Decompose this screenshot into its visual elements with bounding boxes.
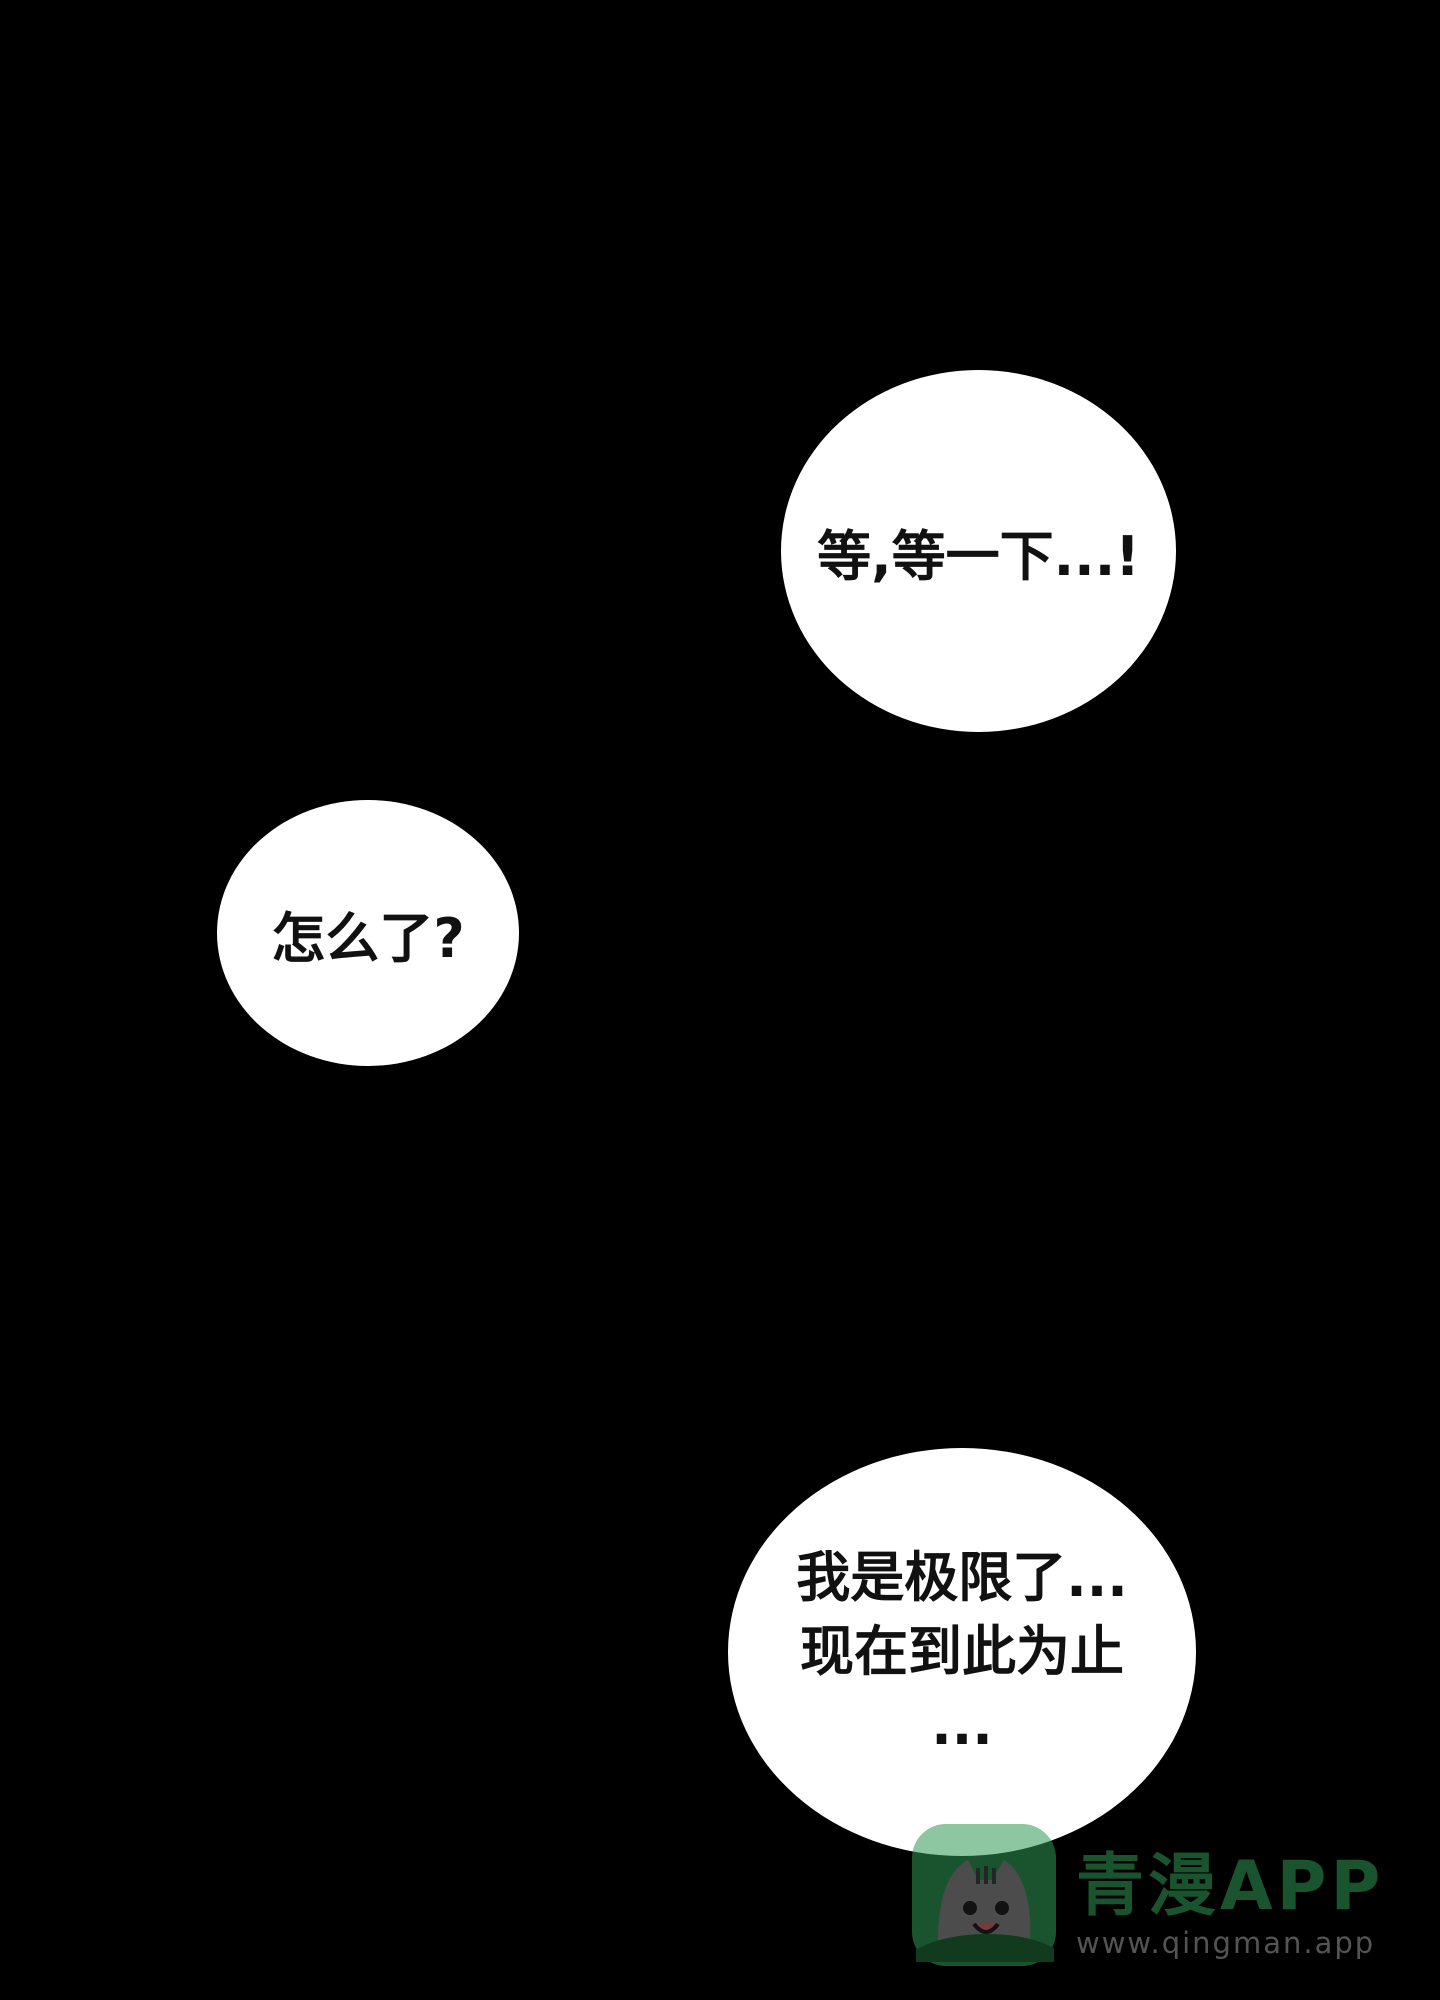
- speech-bubble-text: 等,等一下...!: [817, 524, 1140, 588]
- speech-bubble-wait: 等,等一下...!: [781, 370, 1176, 732]
- watermark-title: 青漫APP: [1076, 1847, 1385, 1926]
- watermark-url: www.qingman.app: [1076, 1926, 1376, 1960]
- speech-bubble-limit: 我是极限了... 现在到此为止 ...: [728, 1448, 1196, 1856]
- speech-bubble-line-1: 我是极限了...: [796, 1546, 1128, 1609]
- speech-bubble-line-2: 现在到此为止: [800, 1620, 1124, 1683]
- cat-mascot-icon: [912, 1824, 1056, 1966]
- watermark: 青漫APP www.qingman.app: [908, 1820, 1400, 1970]
- speech-bubble-line-3: ...: [931, 1694, 993, 1757]
- speech-bubble-text: 怎么了?: [271, 906, 465, 970]
- speech-bubble-what: 怎么了?: [217, 800, 519, 1066]
